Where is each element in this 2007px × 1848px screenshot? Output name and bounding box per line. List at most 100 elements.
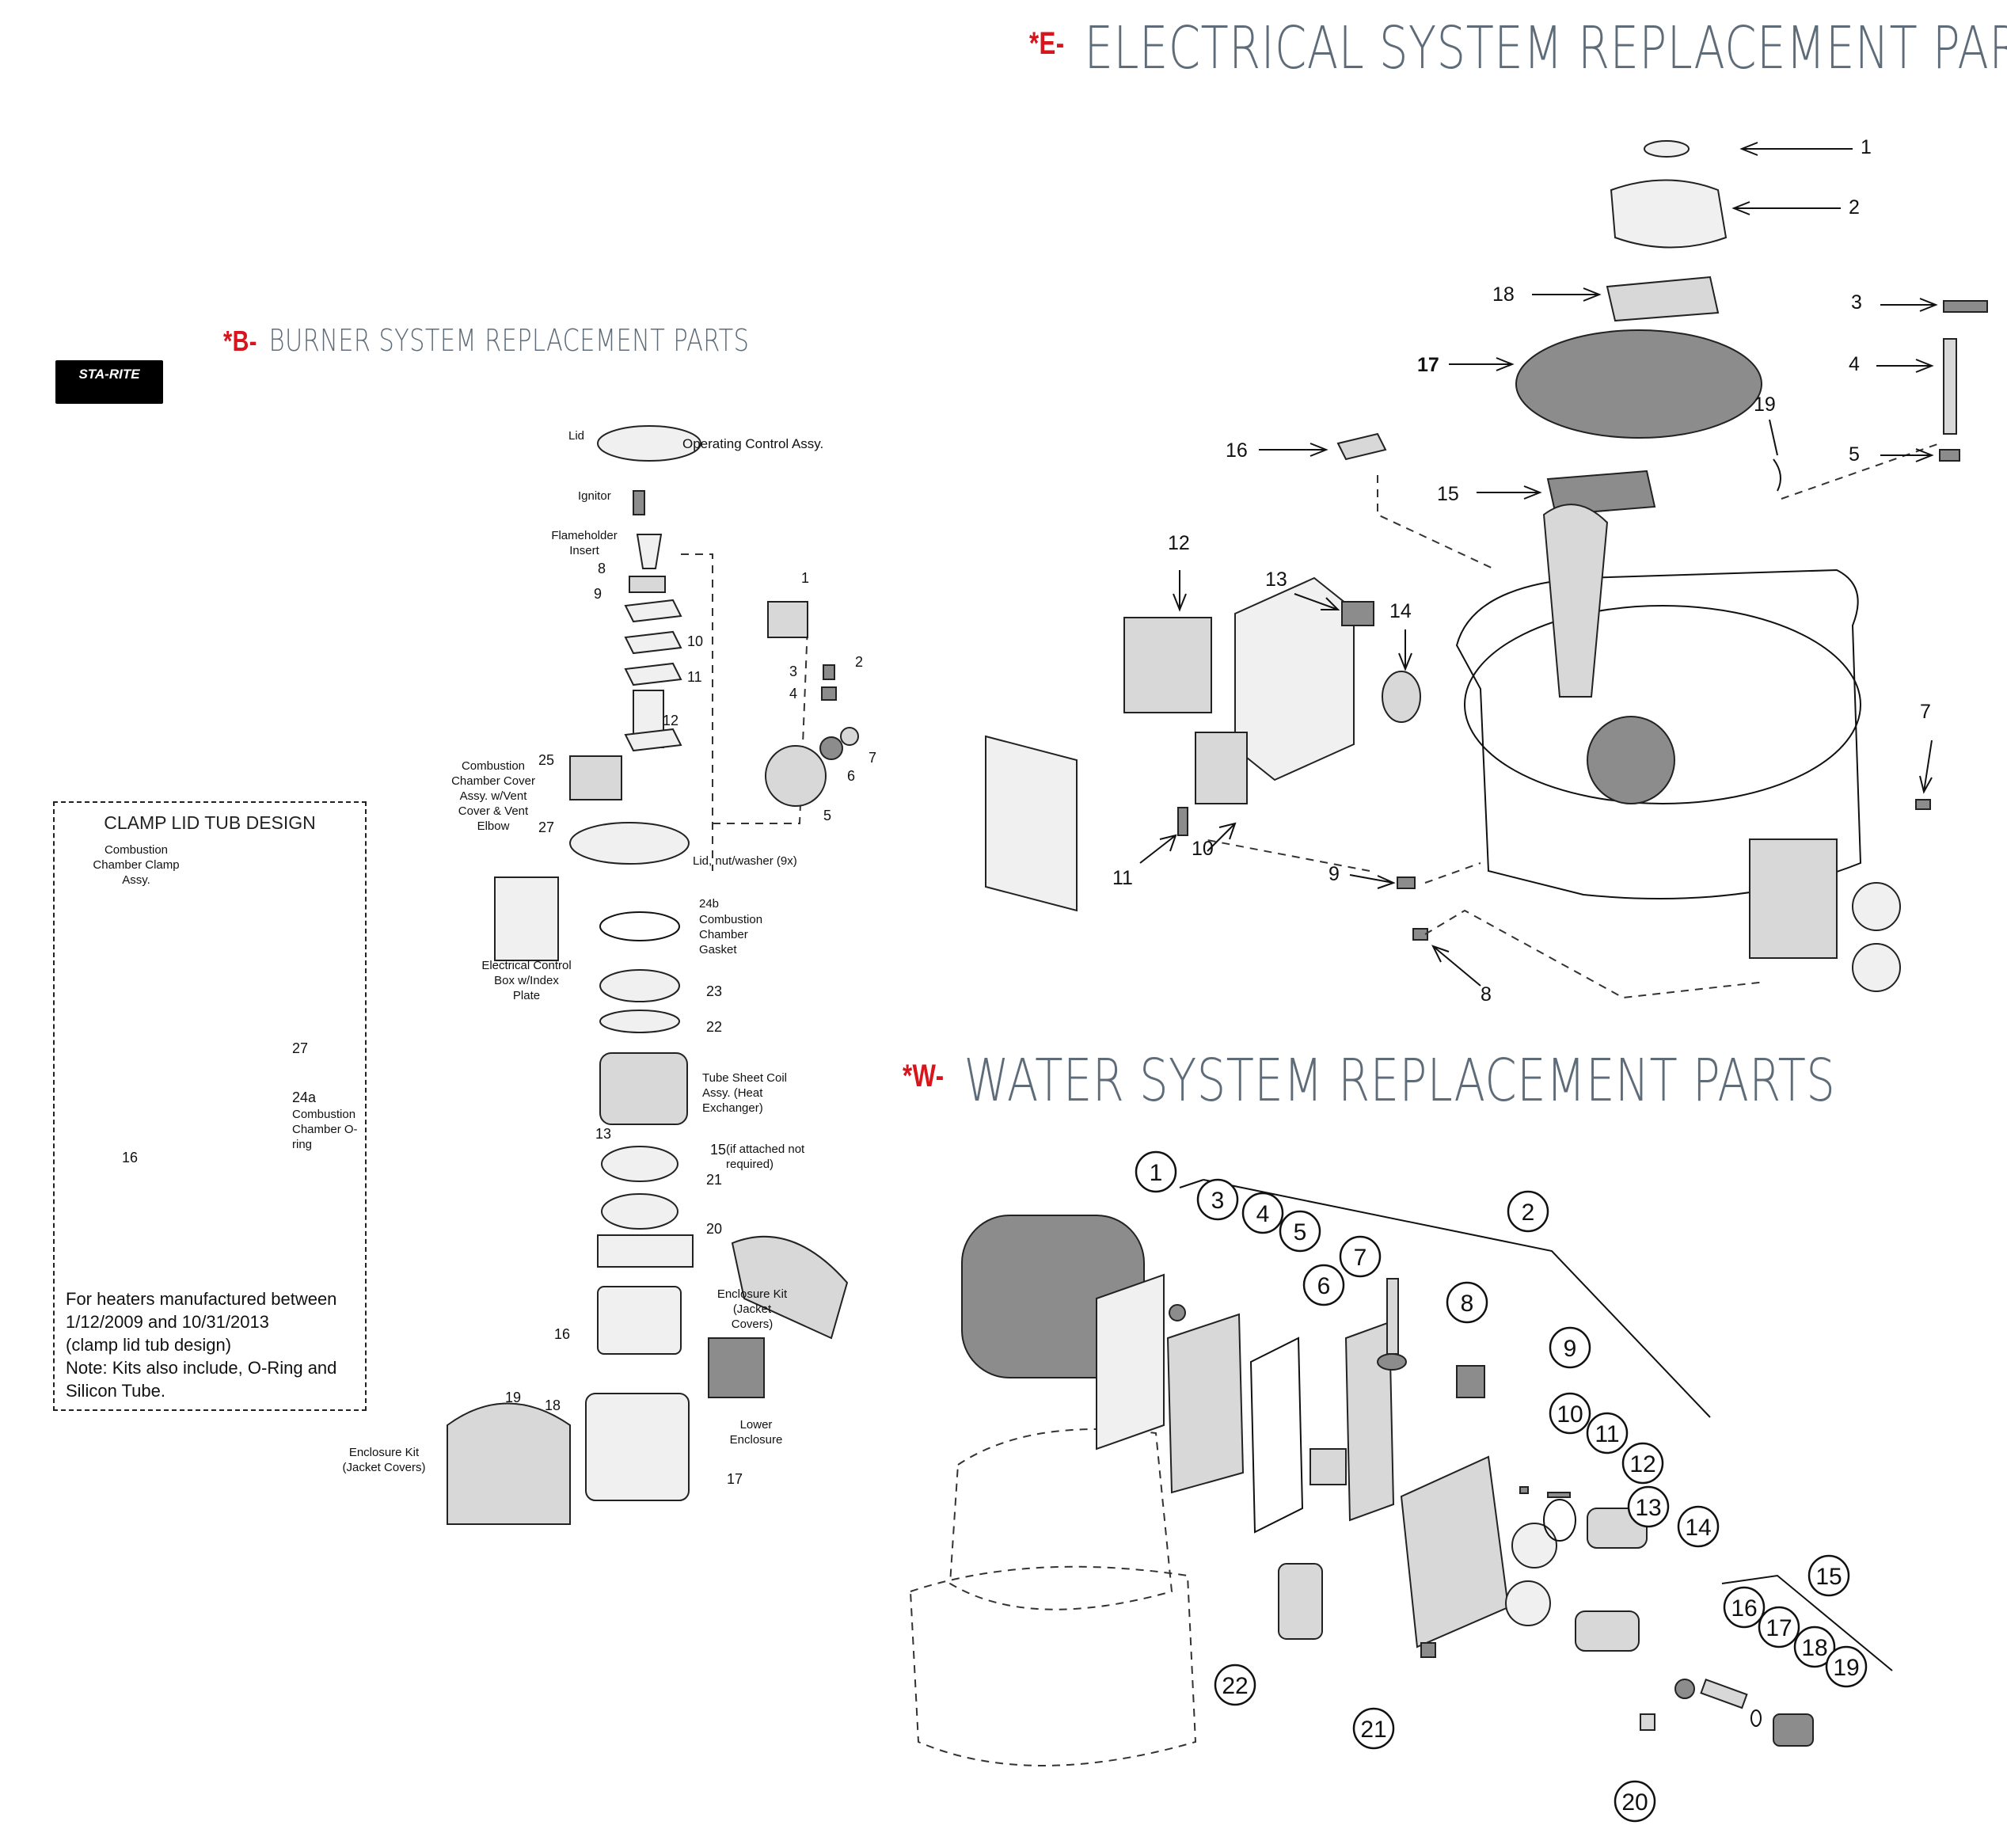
e-arrow-16 xyxy=(1259,443,1328,457)
e-dashed-4 xyxy=(1203,838,1370,872)
b-label-12: 12 xyxy=(663,713,679,728)
e-part-1 xyxy=(1644,140,1690,158)
plate-9 xyxy=(624,599,682,623)
clamp-lid-box: CLAMP LID TUB DESIGN Combustion Chamber … xyxy=(53,801,367,1411)
tub-16-part xyxy=(597,1286,682,1355)
e-part-7 xyxy=(1915,799,1931,810)
b-label-4: 4 xyxy=(789,686,798,702)
e-label-5: 5 xyxy=(1849,443,1860,466)
e-arrow-19 xyxy=(1769,419,1778,456)
b-label-9: 9 xyxy=(594,586,602,602)
clamp-assy-label: Combustion Chamber Clamp Assy. xyxy=(93,843,180,887)
b-label-25: 25 xyxy=(538,752,555,768)
w-callout-11: 11 xyxy=(1595,1421,1619,1447)
w-bracket-2b xyxy=(1179,1179,1204,1188)
w-callout-5: 5 xyxy=(1294,1219,1307,1245)
b-24b-label: 24b xyxy=(699,897,720,911)
clamp-note-line: 1/12/2009 and 10/31/2013 xyxy=(66,1312,269,1332)
b-label-13: 13 xyxy=(595,1126,612,1142)
fitting-4 xyxy=(821,686,837,701)
b-ignitor-label: Ignitor xyxy=(578,489,611,503)
plate-11 xyxy=(624,662,682,686)
e-arrow-15 xyxy=(1477,485,1542,500)
electrical-box-part xyxy=(494,876,559,961)
e-part-12 xyxy=(1123,617,1212,713)
w-callout-21: 21 xyxy=(1360,1717,1386,1743)
e-arrow-17 xyxy=(1449,357,1515,371)
e-dashed-5 xyxy=(1781,443,1940,500)
b-lid-nut-label: Lid, nut/washer (9x) xyxy=(693,854,797,868)
w-oring-13 xyxy=(1543,1499,1576,1542)
b-label-2: 2 xyxy=(855,654,864,670)
b-tube-sheet-label: Tube Sheet Coil Assy. (Heat Exchanger) xyxy=(702,1071,788,1115)
w-port-lower xyxy=(1505,1580,1551,1626)
jacket-cover-right xyxy=(731,1235,849,1340)
b-label-18: 18 xyxy=(545,1397,561,1413)
e-port-upper xyxy=(1852,882,1901,931)
b-label-3: 3 xyxy=(789,664,798,679)
w-gasket-4 xyxy=(1166,1313,1245,1494)
b-if-attached-label: (if attached not required) xyxy=(726,1143,805,1171)
blower-part xyxy=(765,745,827,807)
e-part-13 xyxy=(1341,601,1374,626)
w-callout-18: 18 xyxy=(1801,1635,1827,1661)
part-21 xyxy=(601,1146,679,1182)
e-dashed-2 xyxy=(1424,862,1481,884)
e-part-19 xyxy=(1773,458,1781,492)
b-label-7: 7 xyxy=(869,750,877,766)
e-arrow-5 xyxy=(1880,448,1934,462)
w-callout-19: 19 xyxy=(1833,1655,1859,1681)
w-callout-16: 16 xyxy=(1731,1595,1757,1622)
w-callout-1: 1 xyxy=(1150,1160,1163,1186)
electrical-section-title: *E- ELECTRICAL SYSTEM REPLACEMENT PARTS xyxy=(1029,14,2007,82)
clamp-note-line: (clamp lid tub design) xyxy=(66,1335,232,1355)
w-callout-9: 9 xyxy=(1564,1336,1577,1362)
clamp-note: For heaters manufactured between 1/12/20… xyxy=(66,1287,359,1402)
w-bolt-12 xyxy=(1547,1492,1571,1498)
logo-text: STA-RITE xyxy=(78,367,140,382)
e-arrow-14 xyxy=(1398,629,1412,671)
e-arrow-3 xyxy=(1880,298,1938,312)
w-part-21 xyxy=(1420,1642,1436,1658)
chamber-lid-part xyxy=(569,822,690,865)
e-arrow-12 xyxy=(1173,570,1187,612)
b-lower-enclosure-label: Lower Enclosure xyxy=(729,1418,783,1447)
burner-dashed-guide-2 xyxy=(713,625,808,824)
e-label-4: 4 xyxy=(1849,353,1860,375)
w-callout-13: 13 xyxy=(1635,1495,1661,1521)
clamp-note-line: For heaters manufactured between xyxy=(66,1289,337,1309)
e-label-3: 3 xyxy=(1851,291,1862,314)
w-callout-12: 12 xyxy=(1629,1451,1655,1477)
shield-part xyxy=(597,1234,694,1268)
b-label-21: 21 xyxy=(706,1172,723,1188)
b-gasket-label: Combustion Chamber Gasket xyxy=(699,913,763,956)
e-manifold xyxy=(1749,838,1838,959)
e-label-7: 7 xyxy=(1920,701,1931,723)
e-label-17: 17 xyxy=(1417,354,1439,376)
w-callout-14: 14 xyxy=(1685,1515,1711,1541)
e-heater-body xyxy=(1455,568,1862,899)
e-vent-elbow xyxy=(1542,504,1609,698)
e-part-10 xyxy=(1195,732,1248,804)
water-section-title: *W- WATER SYSTEM REPLACEMENT PARTS xyxy=(903,1047,1835,1115)
b-electrical-box-label: Electrical Control Box w/Index Plate xyxy=(481,959,572,1002)
w-tube-sheet xyxy=(1096,1273,1165,1451)
e-label-8: 8 xyxy=(1481,983,1492,1006)
e-arrow-2 xyxy=(1731,201,1841,215)
e-label-18: 18 xyxy=(1492,283,1515,306)
electrical-diagram xyxy=(985,140,1988,999)
clamp-24a-label: 24a xyxy=(292,1089,317,1105)
burner-section-title: *B- BURNER SYSTEM REPLACEMENT PARTS xyxy=(223,323,749,358)
e-label-15: 15 xyxy=(1437,483,1459,505)
w-part-16 xyxy=(1674,1679,1695,1699)
w-callout-8: 8 xyxy=(1461,1291,1474,1317)
w-part-19 xyxy=(1773,1713,1814,1747)
part-23 xyxy=(599,969,680,1002)
sta-rite-logo: STA-RITE xyxy=(55,360,163,404)
burner-diagram xyxy=(447,425,859,1525)
w-dashed-tub-lower xyxy=(909,1565,1197,1766)
b-label-19: 19 xyxy=(505,1390,522,1405)
e-part-18 xyxy=(1606,276,1720,322)
clamp-note-line: Silicon Tube. xyxy=(66,1381,165,1401)
w-callout-4: 4 xyxy=(1256,1201,1270,1227)
